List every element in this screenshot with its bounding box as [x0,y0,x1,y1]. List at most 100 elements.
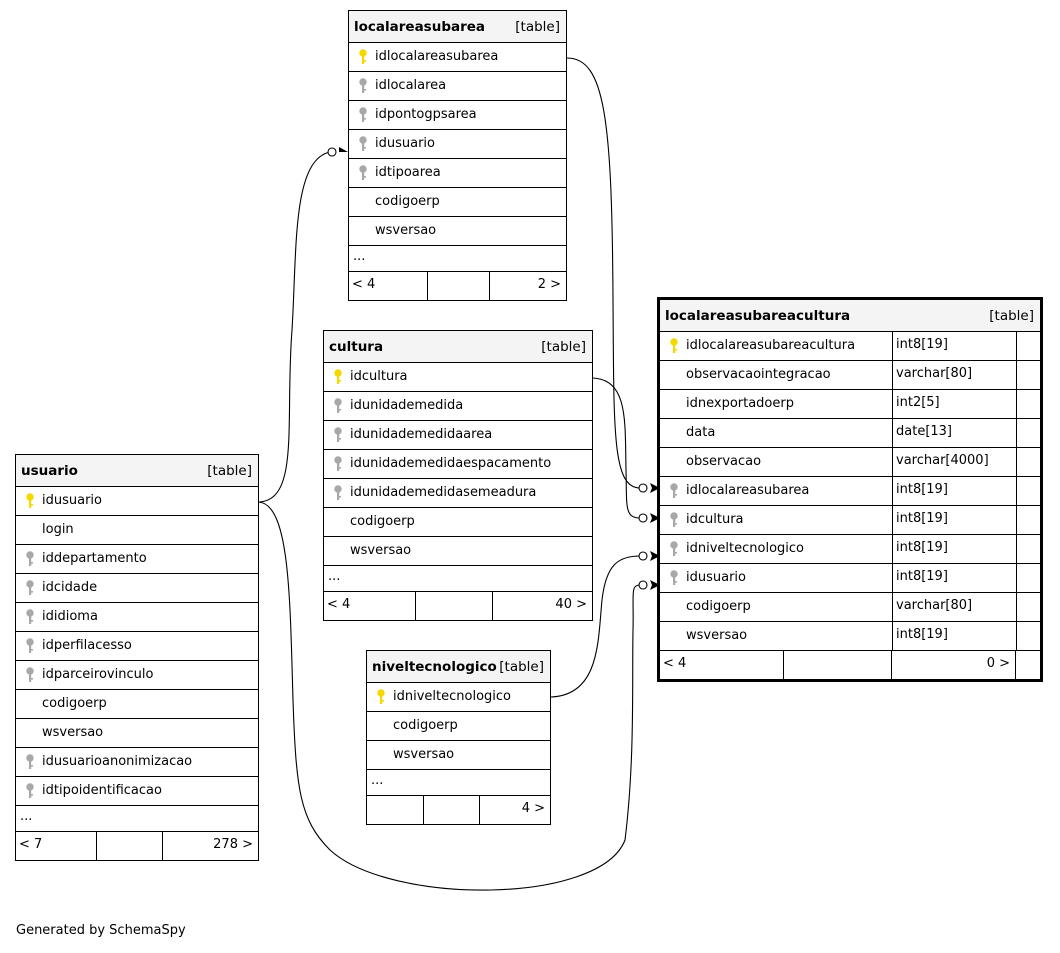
column-name[interactable]: codigoerp [375,194,440,209]
column-name[interactable]: idniveltecnologico [393,689,511,704]
column-row[interactable]: idpontogpsarea [349,101,566,130]
column-name[interactable]: idcultura [686,512,744,527]
column-name[interactable]: idlocalareasubareacultura [686,338,856,353]
column-row[interactable]: idunidademedida [324,392,592,421]
column-row[interactable]: idusuario [349,130,566,159]
fk-line-usuario-localareasubarea [258,151,331,503]
column-row[interactable]: idtipoarea [349,159,566,188]
parents-count[interactable]: < 4 [663,656,687,671]
table-name[interactable]: usuario [21,463,78,479]
column-name[interactable]: idusuario [686,570,746,585]
children-count[interactable]: 2 > [537,277,561,292]
column-name[interactable]: codigoerp [42,696,107,711]
column-name[interactable]: wsversao [42,725,104,740]
column-name[interactable]: idnexportadoerp [686,396,794,411]
column-row[interactable]: idlocalarea [349,72,566,101]
column-name[interactable]: ididioma [42,609,98,624]
children-count[interactable]: 278 > [213,837,253,852]
column-row[interactable]: idusuarioanonimizacao [16,748,258,777]
column-name[interactable]: idunidademedida [350,398,464,413]
column-name[interactable]: idusuario [375,136,435,151]
table-name[interactable]: niveltecnologico [372,659,497,675]
column-name[interactable]: wsversao [375,223,437,238]
column-row[interactable]: wsversao [349,217,566,246]
parents-count[interactable]: < 7 [19,837,43,852]
column-name[interactable]: idpontogpsarea [375,107,477,122]
column-name[interactable]: observacaointegracao [686,367,831,382]
parents-count[interactable]: < 4 [352,277,376,292]
column-name[interactable]: idtipoarea [375,165,441,180]
column-row[interactable]: idniveltecnologico [367,683,550,712]
column-name[interactable]: idtipoidentificacao [42,783,162,798]
column-name[interactable]: observacao [686,454,762,469]
table-localareasubareacultura[interactable]: localareasubareacultura [table] idlocala… [657,297,1043,682]
column-name[interactable]: login [42,522,74,537]
column-name[interactable]: data [686,425,716,440]
column-row[interactable]: codigoerp [367,712,550,741]
column-name[interactable]: codigoerp [350,514,415,529]
column-row[interactable]: idperfilacesso [16,632,258,661]
column-row[interactable]: idcidade [16,574,258,603]
column-name[interactable]: wsversao [350,543,412,558]
parents-count[interactable]: < 4 [327,597,351,612]
column-name[interactable]: idcidade [42,580,98,595]
column-row[interactable]: ididioma [16,603,258,632]
column-row[interactable]: wsversao [324,537,592,566]
table-name[interactable]: cultura [329,339,384,355]
column-name[interactable]: idusuarioanonimizacao [42,754,193,769]
table-localareasubarea[interactable]: localareasubarea [table] idlocalareasuba… [348,10,567,301]
column-row[interactable]: login [16,516,258,545]
table-name[interactable]: localareasubareacultura [665,308,851,324]
column-row[interactable]: codigoerp [349,188,566,217]
column-name[interactable]: idlocalareasubarea [686,483,810,498]
column-name[interactable]: idunidademedidasemeadura [350,485,537,500]
column-name[interactable]: idusuario [42,493,102,508]
column-name[interactable]: wsversao [393,747,455,762]
column-name[interactable]: idunidademedidaespacamento [350,456,552,471]
table-niveltecnologico[interactable]: niveltecnologico [table] idniveltecnolog… [366,650,551,825]
column-row[interactable]: wsversao [16,719,258,748]
column-name[interactable]: iddepartamento [42,551,147,566]
column-name[interactable]: codigoerp [686,599,751,614]
children-count[interactable]: 0 > [892,651,1016,679]
column-name[interactable]: idlocalarea [375,78,447,93]
column-name[interactable]: idunidademedidaarea [350,427,493,442]
column-row[interactable]: idunidademedidaespacamento [324,450,592,479]
children-count[interactable]: 40 > [555,597,587,612]
column-name[interactable]: idlocalareasubarea [375,49,499,64]
column-row[interactable]: wsversao [367,741,550,770]
column-row[interactable]: idunidademedidaarea [324,421,592,450]
column-row[interactable]: idparceirovinculo [16,661,258,690]
column-row[interactable]: idcultura [324,363,592,392]
column-row[interactable]: idunidademedidasemeadura [324,479,592,508]
column-name[interactable]: idparceirovinculo [42,667,154,682]
table-name[interactable]: localareasubarea [354,19,486,35]
column-row[interactable]: codigoerp [324,508,592,537]
column-name[interactable]: idperfilacesso [42,638,132,653]
column-row[interactable]: iddepartamento [16,545,258,574]
column-row[interactable]: idlocalareasubarea [349,43,566,72]
column-name[interactable]: idniveltecnologico [686,541,804,556]
column-row[interactable]: idusuario [16,487,258,516]
foreign-key-icon [26,580,34,596]
column-name[interactable]: wsversao [686,628,748,643]
foreign-key-icon [26,638,34,654]
column-row[interactable]: idtipoidentificacao [16,777,258,806]
column-name[interactable]: idcultura [350,369,408,384]
column-row[interactable]: codigoerp [16,690,258,719]
column-name[interactable]: codigoerp [393,718,458,733]
children-count[interactable]: 4 > [521,801,545,816]
